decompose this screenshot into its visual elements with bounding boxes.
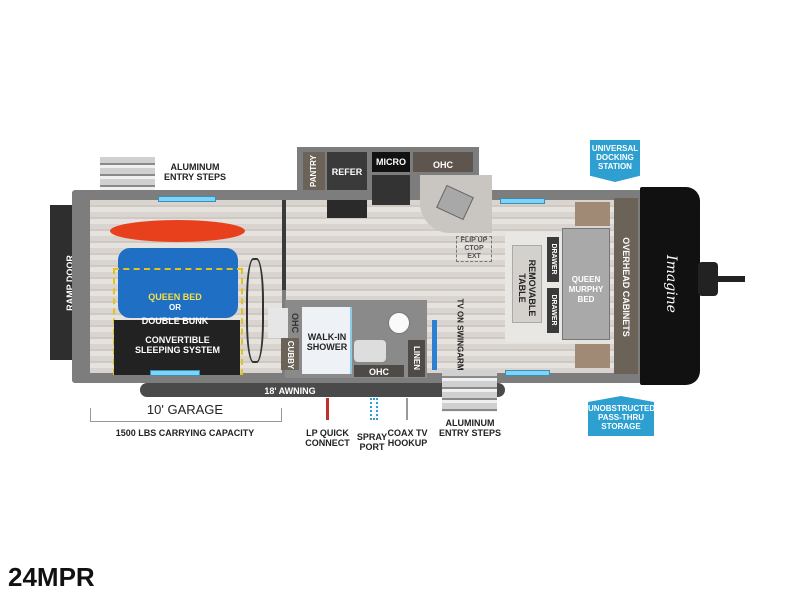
- oven: [372, 175, 410, 205]
- cubby: [281, 338, 299, 370]
- lp-quick-connect-label: LP QUICK CONNECT: [305, 428, 350, 448]
- bicycle-icon: [246, 258, 264, 363]
- hitch-jack: [698, 262, 718, 296]
- entry-steps-bottom-label: ALUMINUM ENTRY STEPS: [438, 418, 501, 438]
- refrigerator: [327, 152, 367, 190]
- flip-up-counter-label: FLIP UP CTOP EXT: [456, 236, 492, 262]
- window-garage-bottom: [150, 370, 200, 376]
- toilet-icon: [388, 312, 410, 334]
- coax-tv-icon: [406, 398, 408, 420]
- convertible-bed: [114, 320, 240, 375]
- removable-table: [512, 245, 542, 323]
- overhead-cabinets-label: OVERHEAD CABINETS: [621, 237, 631, 337]
- awning: [140, 383, 505, 397]
- window-garage-top: [158, 196, 216, 202]
- spray-port-icon: [370, 398, 378, 420]
- nightstand-bottom: [575, 344, 610, 368]
- ohc-kitchen: [413, 152, 473, 172]
- spray-port-label: SPRAY PORT: [356, 432, 388, 452]
- atv: [118, 248, 238, 318]
- drawer-bottom-label: DRAWER: [550, 294, 557, 326]
- drawer-bottom: [547, 288, 559, 333]
- unobstructed-storage-badge: UNOBSTRUCTED PASS-THRU STORAGE: [588, 396, 654, 436]
- drawer-top: [547, 237, 559, 282]
- refer-label: REFER: [331, 167, 363, 177]
- garage-label: 10' GARAGE: [130, 402, 240, 417]
- overhead-cabinets: [614, 198, 638, 374]
- garage-dimension-line: [90, 408, 282, 422]
- bath-sink-side: [268, 308, 288, 338]
- hitch: [700, 276, 745, 282]
- linen-label: LINEN: [412, 346, 421, 370]
- walk-in-shower-label: WALK-IN SHOWER: [306, 332, 348, 352]
- coax-tv-label: COAX TV HOOKUP: [387, 428, 428, 448]
- ohc-kitchen-label: OHC: [433, 160, 453, 170]
- walk-in-shower: [302, 307, 352, 374]
- awning-label: 18' AWNING: [264, 386, 316, 396]
- entry-steps-bottom: [442, 370, 497, 412]
- refrigerator-doors: [327, 200, 367, 218]
- pantry: [303, 152, 325, 190]
- queen-bed-label: QUEEN BED: [148, 292, 202, 302]
- lp-quick-connect-icon: [326, 398, 329, 420]
- convertible-sleeping-label: CONVERTIBLE SLEEPING SYSTEM: [134, 335, 221, 355]
- bath-sink: [354, 340, 386, 362]
- tv-swingarm: [432, 320, 437, 370]
- murphy-bed-label: QUEEN MURPHY BED: [568, 275, 604, 304]
- linen: [408, 340, 425, 377]
- universal-docking-station-badge: UNIVERSAL DOCKING STATION: [590, 140, 640, 182]
- ohc-bath: [354, 365, 404, 377]
- front-cap: [640, 187, 700, 385]
- window-kitchen: [500, 198, 545, 204]
- garage-wall: [282, 200, 286, 290]
- kayak: [110, 220, 245, 242]
- micro-label: MICRO: [376, 157, 406, 167]
- double-bunk-label: DOUBLE BUNK: [141, 316, 209, 326]
- drawer-top-label: DRAWER: [550, 243, 557, 275]
- window-bedroom: [505, 370, 550, 376]
- cubby-label: CUBBY: [286, 340, 295, 370]
- imagine-logo: Imagine: [663, 255, 679, 313]
- carrying-capacity-label: 1500 LBS CARRYING CAPACITY: [115, 428, 255, 438]
- model-name: 24MPR: [8, 562, 95, 592]
- nightstand-top: [575, 202, 610, 226]
- tv-swingarm-label: TV ON SWINGARM: [455, 298, 465, 371]
- removable-table-label: REMOVABLE TABLE: [517, 259, 537, 317]
- microwave: [372, 152, 410, 172]
- pantry-label: PANTRY: [309, 155, 318, 187]
- entry-steps-top-label: ALUMINUM ENTRY STEPS: [163, 162, 226, 182]
- or-label: OR: [169, 303, 181, 312]
- ohc-bath-label: OHC: [369, 367, 389, 377]
- murphy-bed: [562, 228, 610, 340]
- ohc-bath-side-label: OHC: [290, 313, 300, 333]
